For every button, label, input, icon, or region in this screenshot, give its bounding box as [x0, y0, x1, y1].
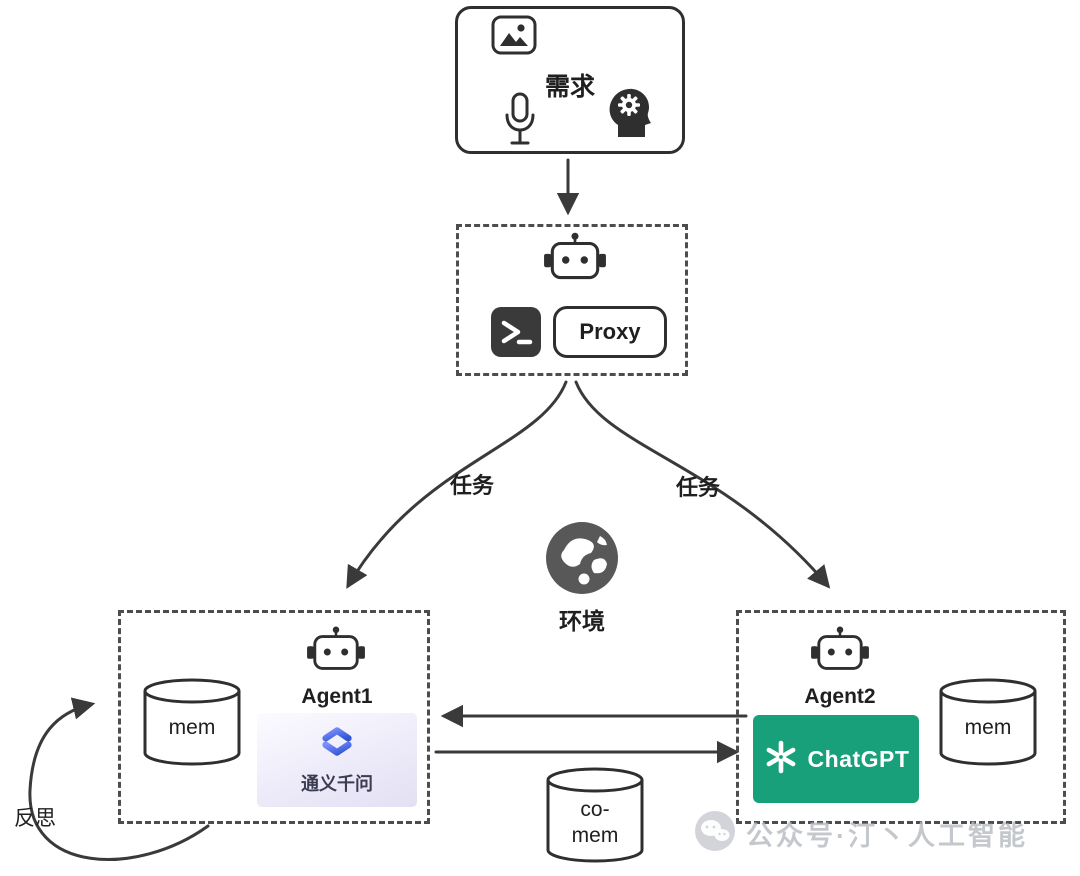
- agent1-box: Agent1 mem 通义千问: [118, 610, 430, 824]
- agent2-mem-label: mem: [965, 716, 1012, 739]
- co-mem-cylinder: co- mem: [544, 766, 646, 871]
- proxy-box: Proxy: [456, 224, 688, 376]
- agent2-box: Agent2 ChatGPT: [736, 610, 1066, 824]
- chatgpt-label: ChatGPT: [807, 745, 910, 772]
- tongyi-card: 通义千问: [257, 713, 417, 807]
- microphone-icon: [502, 91, 538, 154]
- mem-cylinder: mem: [141, 677, 243, 774]
- watermark: 公众号·汀丶人工智能: [694, 810, 1028, 857]
- head-gear-icon: [605, 85, 653, 144]
- wechat-icon: [694, 810, 736, 857]
- watermark-text: 公众号·汀丶人工智能: [746, 821, 1028, 851]
- terminal-icon: [491, 307, 541, 357]
- reflection-label: 反思: [14, 807, 56, 830]
- mem-cylinder: mem: [937, 677, 1039, 774]
- co-mem-label-line2: mem: [572, 824, 619, 847]
- task-left-label: 任务: [450, 473, 495, 498]
- requirement-box: 需求: [455, 6, 685, 154]
- co-mem-label-line1: co-: [580, 798, 609, 821]
- openai-icon: [763, 739, 799, 780]
- image-icon: [491, 15, 537, 60]
- robot-icon: [542, 231, 608, 294]
- robot-icon: [305, 625, 367, 684]
- proxy-button: Proxy: [553, 306, 667, 358]
- agent1-mem-label: mem: [169, 716, 216, 739]
- environment-globe-icon: [544, 520, 620, 601]
- requirement-label: 需求: [544, 73, 595, 101]
- tongyi-logo-icon: [316, 725, 358, 764]
- agent1-title: Agent1: [301, 685, 373, 708]
- robot-icon: [809, 625, 871, 684]
- environment-label: 环境: [559, 608, 605, 634]
- task-right-label: 任务: [676, 475, 721, 500]
- chatgpt-card: ChatGPT: [753, 715, 919, 803]
- tongyi-label: 通义千问: [301, 773, 373, 794]
- agent2-title: Agent2: [804, 685, 876, 708]
